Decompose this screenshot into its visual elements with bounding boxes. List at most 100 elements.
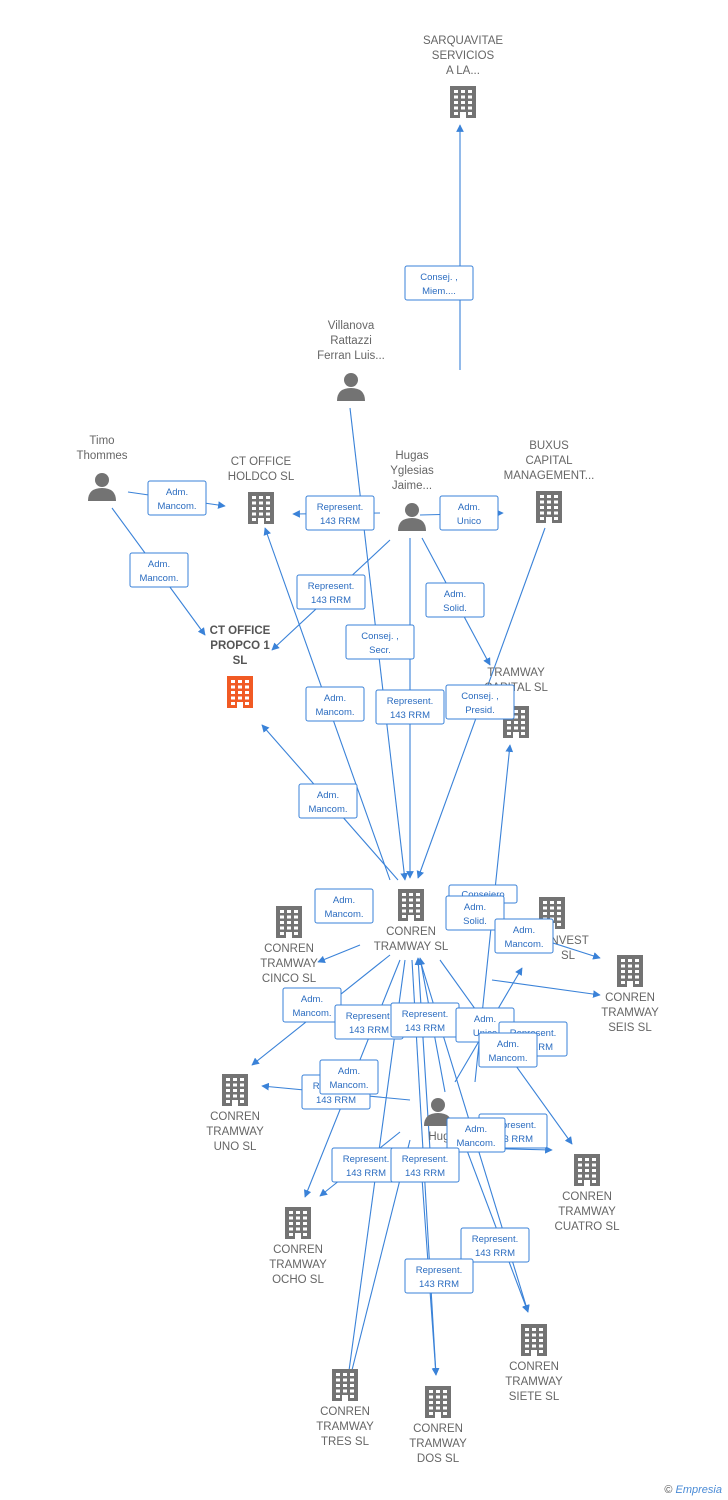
node-tres[interactable]: CONREN TRAMWAY TRES SL	[316, 1369, 374, 1448]
badge-label: 143 RRM	[346, 1168, 386, 1179]
relationship-badge[interactable]: Adm.Mancom.	[129, 552, 189, 588]
relationship-badge[interactable]: Represent.143 RRM	[334, 1004, 404, 1040]
relationship-badge[interactable]: Represent.143 RRM	[390, 1147, 460, 1183]
badge-label: 143 RRM	[316, 1095, 356, 1106]
building-icon	[521, 1324, 547, 1356]
node-label-line: BUXUS	[529, 440, 569, 452]
relationship-badge[interactable]: Represent.143 RRM	[305, 495, 375, 531]
node-label-line: TRAMWAY	[505, 1376, 563, 1388]
node-label-line: Yglesias	[390, 465, 434, 477]
node-sarquavitae[interactable]: SARQUAVITAE SERVICIOS A LA...	[423, 35, 503, 118]
building-icon	[450, 86, 476, 118]
relationship-badge[interactable]: Represent.143 RRM	[375, 689, 445, 725]
badge-label: Represent.	[308, 581, 354, 592]
badge-label: Mancom.	[329, 1080, 368, 1091]
empresia-brand[interactable]: ©Empresia	[664, 1484, 722, 1496]
relationship-badge[interactable]: Consej. ,Secr.	[345, 624, 415, 660]
node-label-line: A LA...	[446, 65, 480, 77]
node-label-line: TRAMWAY	[260, 958, 318, 970]
badge-label: Represent.	[490, 1120, 536, 1131]
brand-name: Empresia	[675, 1484, 722, 1496]
node-label-line: TRAMWAY	[601, 1007, 659, 1019]
relationship-badge[interactable]: Adm. Solid.	[425, 582, 485, 618]
badge-label: Represent.	[317, 502, 363, 513]
relationship-badge[interactable]: Adm. Mancom.	[319, 1059, 379, 1095]
building-icon	[227, 676, 253, 708]
node-label-line: CINCO SL	[262, 973, 317, 985]
node-label-line: TRAMWAY	[316, 1421, 374, 1433]
relationship-badge[interactable]: Adm.Mancom.	[282, 987, 342, 1023]
node-label-line: TRAMWAY SL	[374, 941, 449, 953]
relationship-badge[interactable]: Adm.Mancom.	[478, 1032, 538, 1068]
relationship-badge[interactable]: Represent.143 RRM	[296, 574, 366, 610]
node-label-line: CONREN	[320, 1406, 370, 1418]
badge-label: Adm.	[513, 925, 535, 936]
node-label-line: Jaime...	[392, 480, 432, 492]
badge-label: 143 RRM	[493, 1134, 533, 1145]
relationship-edge	[459, 1131, 530, 1313]
badge-label: Consej. ,	[461, 691, 499, 702]
node-label-line: CUATRO SL	[555, 1221, 621, 1233]
badge-label: Represent.	[402, 1009, 448, 1020]
node-label-line: TRAMWAY	[206, 1126, 264, 1138]
node-label-line: SERVICIOS	[432, 50, 495, 62]
badge-label: Adm.	[301, 994, 323, 1005]
badge-label: Adm.	[464, 902, 486, 913]
building-icon	[398, 889, 424, 921]
relationship-badge[interactable]: Adm.Mancom.	[314, 888, 374, 924]
badge-label: Solid.	[443, 603, 467, 614]
badge-label: Adm.	[324, 693, 346, 704]
node-label-line: TRES SL	[321, 1436, 370, 1448]
node-label-line: MANAGEMENT...	[504, 470, 595, 482]
copyright-symbol: ©	[664, 1484, 673, 1496]
relationship-badge[interactable]: Adm.Unico	[439, 495, 499, 531]
badge-label: Consejero	[461, 890, 504, 901]
badge-label: Adm.	[444, 589, 466, 600]
badge-label: 143 RRM	[419, 1279, 459, 1290]
badge-label: Adm.	[474, 1014, 496, 1025]
building-icon	[285, 1207, 311, 1239]
node-label-line: DOS SL	[417, 1453, 460, 1465]
relationship-badge[interactable]: Adm.Mancom.	[446, 1117, 506, 1153]
person-icon	[398, 503, 426, 531]
badge-label: Represent.	[416, 1265, 462, 1276]
relationship-badge[interactable]: Adm.Solid.	[445, 895, 505, 931]
relationship-badge[interactable]: Represent.143 RRM	[331, 1147, 401, 1183]
node-label-line: SARQUAVITAE	[423, 35, 503, 47]
node-label-line: Rattazzi	[330, 335, 372, 347]
relationship-badge[interactable]: Adm.Mancom.	[494, 918, 554, 954]
badge-layer: Consej. ,Miem.... Adm. Mancom. Represent. 14…	[129, 265, 568, 1294]
relationship-badge[interactable]: Represent. 143 RRM	[404, 1258, 474, 1294]
badge-label: Secr.	[369, 645, 391, 656]
relationship-badge[interactable]: Adm.Mancom.	[305, 686, 365, 722]
node-buxus[interactable]: BUXUSCAPITALMANAGEMENT...	[504, 440, 595, 523]
node-label-line: CONREN	[562, 1191, 612, 1203]
relationship-badge[interactable]: Adm.Mancom.	[147, 480, 207, 516]
relationship-badge[interactable]: Consej. ,Miem....	[404, 265, 474, 301]
building-icon	[425, 1386, 451, 1418]
badge-label: Adm.	[338, 1066, 360, 1077]
badge-label: 143 RRM	[390, 710, 430, 721]
relationship-badge[interactable]: Adm.Mancom.	[298, 783, 358, 819]
node-hugas-yglesias[interactable]: HugasYglesiasJaime...	[390, 450, 434, 531]
node-label-line: CONREN	[509, 1361, 559, 1373]
relationship-badge[interactable]: Represent.143 RRM	[390, 1002, 460, 1038]
person-icon	[88, 473, 116, 501]
relationship-edge	[491, 979, 601, 998]
node-label-line: Hugas	[395, 450, 428, 462]
relationship-badge[interactable]: Represent.143 RRM	[460, 1227, 530, 1263]
relationship-badge[interactable]: Consej. ,Presid.	[445, 684, 515, 720]
